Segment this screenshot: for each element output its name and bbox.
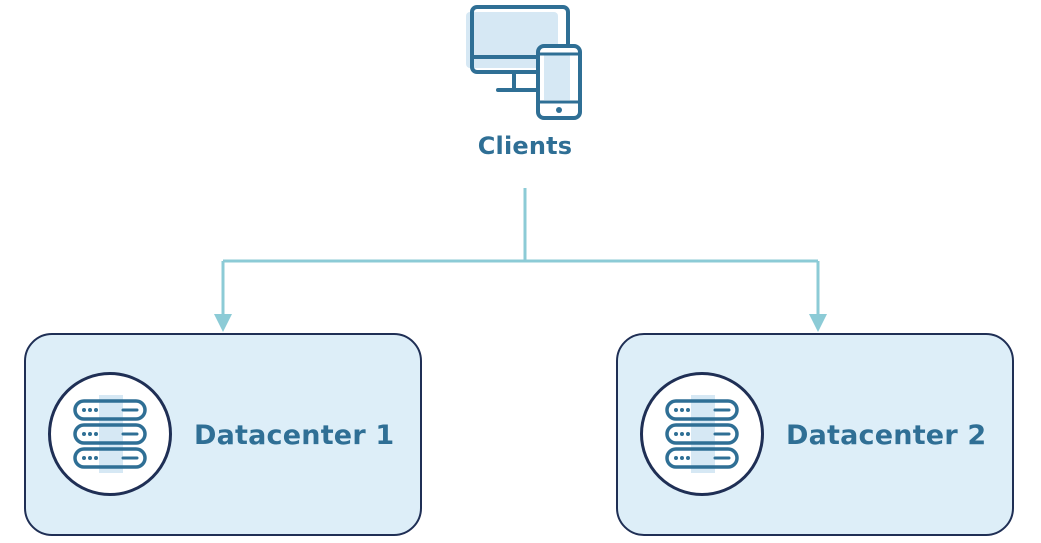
server-rack-icon bbox=[640, 372, 764, 496]
clients-label: Clients bbox=[477, 132, 573, 160]
datacenter-label-2: Datacenter 2 bbox=[786, 420, 987, 451]
datacenter-label-1: Datacenter 1 bbox=[194, 420, 395, 451]
server-rack-icon bbox=[48, 372, 172, 496]
arrowhead-left bbox=[214, 314, 232, 332]
arrowhead-right bbox=[809, 314, 827, 332]
monitor-and-phone-icon bbox=[464, 4, 584, 120]
datacenter-card-2: Datacenter 2 bbox=[616, 333, 1014, 536]
datacenter-card-1: Datacenter 1 bbox=[24, 333, 422, 536]
